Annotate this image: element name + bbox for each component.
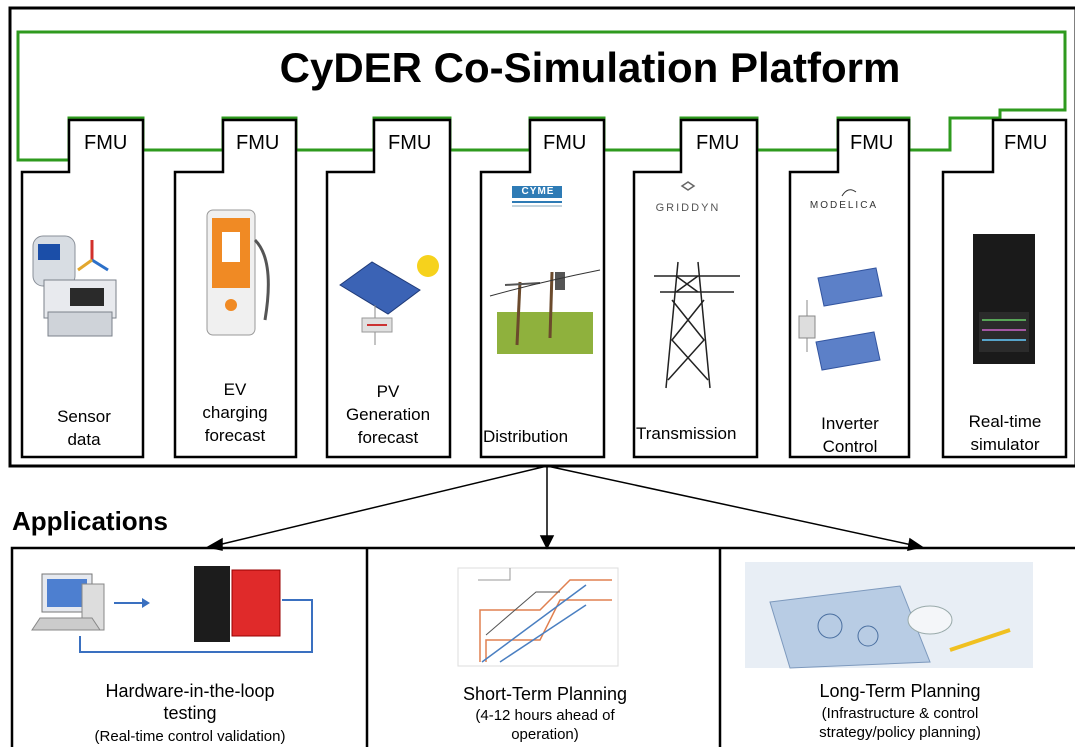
short-term-chart-image (457, 567, 619, 667)
sensor-device-image (32, 235, 117, 337)
applications-box (10, 546, 1075, 747)
module-label-realtime-line-1: Real-time (968, 412, 1042, 431)
module-label-inverter-line-2: Control (822, 437, 878, 456)
fmu-label-ev: FMU (236, 132, 280, 154)
module-label-realtime: Real-time simulator (948, 410, 1062, 456)
module-label-realtime-line-2: simulator (970, 435, 1040, 454)
ev-charger-image (206, 209, 270, 336)
app-short-term-subtitle: (4-12 hours ahead of operation) (380, 706, 710, 744)
app-long-term-subtitle: (Infrastructure & control strategy/polic… (735, 704, 1065, 742)
module-label-pv-line-2: Generation (345, 405, 431, 424)
module-label-ev-line-1: EV (223, 380, 247, 399)
module-label-inverter: Inverter Control (796, 412, 904, 458)
module-label-ev: EV charging forecast (180, 378, 290, 447)
app-short-term-subtitle-line-2: operation) (511, 726, 579, 743)
app-long-term-title-line-1: Long-Term Planning (819, 681, 981, 701)
fmu-label-realtime: FMU (1004, 132, 1048, 154)
app-long-term-subtitle-line-1: (Infrastructure & control (821, 705, 979, 722)
app-hil-subtitle: (Real-time control validation) (30, 727, 350, 746)
module-label-transmission: Transmission (636, 422, 756, 445)
platform-box (8, 6, 1075, 468)
app-hil-title-line-2: testing (163, 703, 217, 723)
fmu-label-sensor: FMU (84, 132, 128, 154)
long-term-planning-image (745, 562, 1033, 669)
module-label-sensor-line-2: data (67, 430, 101, 449)
app-hil-title: Hardware-in-the-loop testing (40, 680, 340, 724)
cyme-logo (512, 186, 562, 207)
inverter-panels-image (798, 189, 883, 371)
hil-testing-image (31, 566, 313, 653)
pv-panel-image (339, 255, 439, 345)
module-label-pv: PV Generation forecast (330, 380, 446, 449)
distribution-pole-image (489, 269, 601, 354)
fmu-label-distribution: FMU (543, 132, 587, 154)
module-label-distribution-line-1: Distribution (483, 427, 569, 446)
application-arrows (205, 465, 924, 551)
app-short-term-subtitle-line-1: (4-12 hours ahead of (475, 707, 615, 724)
module-label-ev-line-3: forecast (204, 426, 266, 445)
module-label-pv-line-1: PV (376, 382, 400, 401)
module-label-transmission-line-1: Transmission (636, 424, 737, 443)
module-label-inverter-line-1: Inverter (821, 414, 879, 433)
module-box-distribution (479, 118, 606, 459)
fmu-label-transmission: FMU (696, 132, 740, 154)
module-label-ev-line-2: charging (202, 403, 268, 422)
module-box-transmission (632, 118, 759, 459)
applications-heading: Applications (12, 506, 169, 536)
app-hil-subtitle-line-1: (Real-time control validation) (94, 728, 286, 745)
platform-outline (16, 30, 1067, 162)
griddyn-logo (680, 181, 696, 191)
transmission-tower-image (654, 261, 740, 389)
fmu-label-inverter: FMU (850, 132, 894, 154)
module-label-sensor: Sensor data (30, 405, 138, 451)
cyme-logo-text: CYME (521, 186, 555, 197)
app-short-term-title-line-1: Short-Term Planning (462, 684, 628, 704)
griddyn-logo-text: GRIDDYN (655, 202, 721, 214)
app-long-term-title: Long-Term Planning (735, 680, 1065, 702)
fmu-label-pv: FMU (388, 132, 432, 154)
modelica-logo-text: MODELICA (809, 200, 879, 211)
module-label-sensor-line-1: Sensor (57, 407, 111, 426)
module-label-pv-line-3: forecast (357, 428, 419, 447)
app-short-term-title: Short-Term Planning (380, 683, 710, 705)
platform-title: CyDER Co-Simulation Platform (279, 44, 901, 91)
realtime-simulator-image (973, 234, 1035, 364)
app-hil-title-line-1: Hardware-in-the-loop (105, 681, 275, 701)
module-label-distribution: Distribution (483, 425, 589, 448)
app-long-term-subtitle-line-2: strategy/policy planning) (819, 724, 981, 741)
